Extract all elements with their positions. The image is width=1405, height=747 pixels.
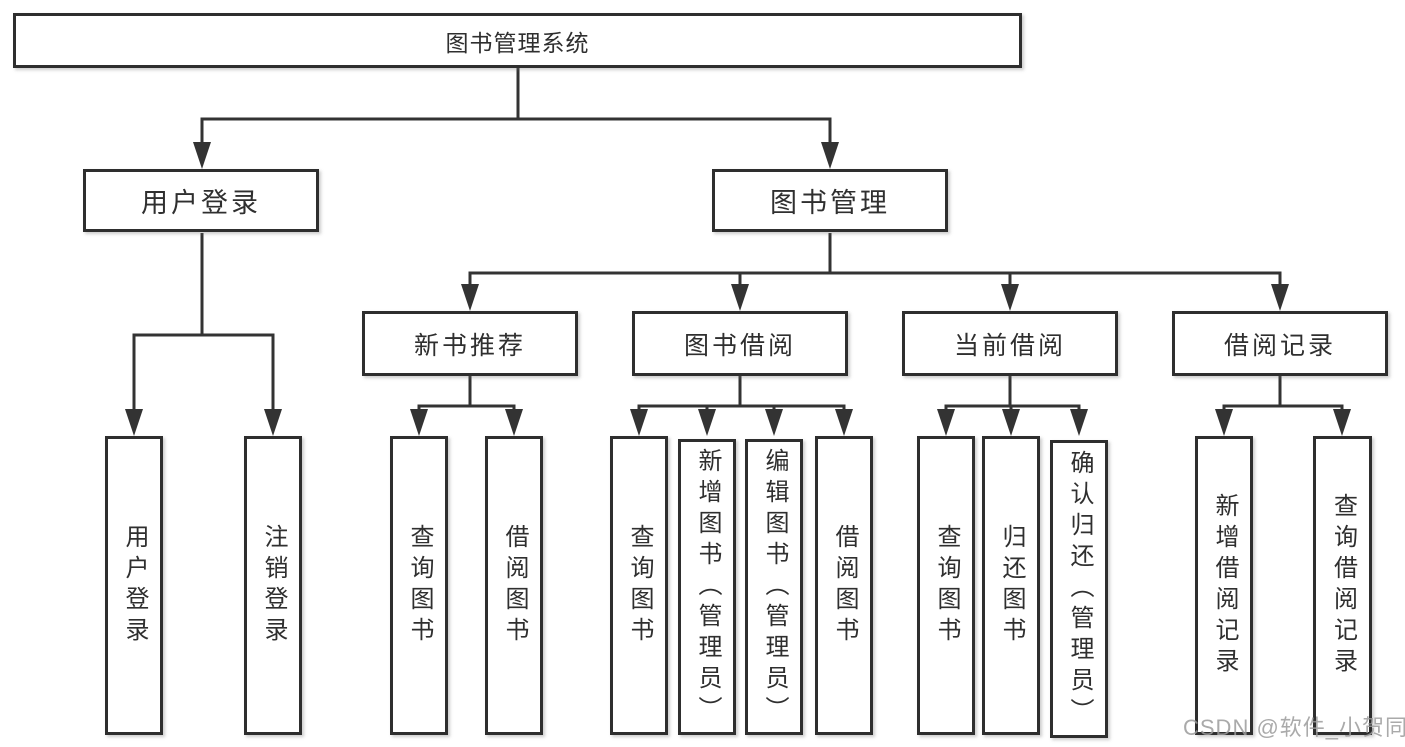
arrow-current-borrow-leaf-2 bbox=[1002, 409, 1020, 436]
node-user-login: 用户登录 bbox=[83, 169, 319, 232]
leaf-borrow-books-2-label: 借阅图书 bbox=[831, 523, 858, 648]
leaf-logout-label: 注销登录 bbox=[260, 523, 287, 648]
leaf-user-login: 用户登录 bbox=[105, 436, 163, 735]
leaf-add-borrow-record: 新增借阅记录 bbox=[1195, 436, 1253, 735]
arrow-book-borrow-leaf-3 bbox=[765, 409, 783, 436]
leaf-confirm-return-admin: 确认归还（管理员） bbox=[1050, 440, 1108, 738]
leaf-query-books-2: 查询图书 bbox=[610, 436, 668, 735]
arrow-to-borrow-records bbox=[1271, 284, 1289, 311]
leaf-logout: 注销登录 bbox=[244, 436, 302, 735]
leaf-edit-book-admin: 编辑图书（管理员） bbox=[745, 439, 803, 735]
arrow-to-current-borrow bbox=[1001, 284, 1019, 311]
watermark: CSDN @软件_小贺同学 bbox=[1183, 715, 1405, 740]
node-borrow-records-label: 借阅记录 bbox=[1223, 331, 1336, 360]
leaf-query-borrow-record-label: 查询借阅记录 bbox=[1329, 492, 1357, 679]
arrow-borrow-records-leaf-2 bbox=[1333, 409, 1351, 436]
leaf-return-book-label: 归还图书 bbox=[998, 523, 1025, 648]
leaf-add-book-admin: 新增图书（管理员） bbox=[678, 439, 736, 735]
node-book-management: 图书管理 bbox=[712, 169, 948, 232]
connector-borrow-records-branch bbox=[1222, 376, 1344, 412]
leaf-borrow-books-2: 借阅图书 bbox=[815, 436, 873, 735]
leaf-confirm-return-admin-label: 确认归还（管理员） bbox=[1066, 449, 1093, 729]
leaf-add-borrow-record-label: 新增借阅记录 bbox=[1211, 492, 1238, 679]
leaf-query-borrow-record: 查询借阅记录 bbox=[1313, 436, 1372, 735]
connector-root bbox=[200, 68, 832, 144]
connector-book-management-branch bbox=[468, 233, 1282, 287]
connector-current-borrow-branch bbox=[944, 376, 1081, 412]
node-book-borrow: 图书借阅 bbox=[632, 311, 848, 376]
arrow-to-book-management bbox=[821, 142, 839, 169]
connector-user-login-branch bbox=[132, 233, 275, 411]
connector-book-borrow-branch bbox=[637, 376, 846, 412]
leaf-add-book-admin-label: 新增图书（管理员） bbox=[694, 447, 721, 727]
node-user-login-label: 用户登录 bbox=[141, 188, 261, 218]
leaf-query-books-2-label: 查询图书 bbox=[626, 523, 653, 648]
node-new-book-recommend: 新书推荐 bbox=[362, 311, 578, 376]
arrow-borrow-records-leaf-1 bbox=[1215, 409, 1233, 436]
connector-new-book-branch bbox=[417, 376, 516, 412]
leaf-borrow-books-1: 借阅图书 bbox=[485, 436, 543, 735]
node-root-label: 图书管理系统 bbox=[445, 29, 590, 56]
node-root: 图书管理系统 bbox=[13, 13, 1022, 68]
arrow-new-book-leaf-1 bbox=[410, 409, 428, 436]
node-current-borrow-label: 当前借阅 bbox=[953, 331, 1066, 360]
leaf-query-books-1-label: 查询图书 bbox=[406, 523, 433, 648]
arrow-new-book-leaf-2 bbox=[505, 409, 523, 436]
arrow-to-book-borrow bbox=[731, 284, 749, 311]
node-borrow-records: 借阅记录 bbox=[1172, 311, 1388, 376]
leaf-borrow-books-1-label: 借阅图书 bbox=[501, 523, 528, 648]
leaf-query-books-3: 查询图书 bbox=[917, 436, 975, 735]
arrow-to-user-login bbox=[193, 142, 211, 169]
node-current-borrow: 当前借阅 bbox=[902, 311, 1118, 376]
leaf-query-books-3-label: 查询图书 bbox=[933, 523, 960, 648]
arrow-book-borrow-leaf-1 bbox=[630, 409, 648, 436]
arrow-to-leaf-user-login bbox=[125, 409, 143, 436]
leaf-query-books-1: 查询图书 bbox=[390, 436, 448, 735]
arrow-to-leaf-logout bbox=[264, 409, 282, 436]
leaf-return-book: 归还图书 bbox=[982, 436, 1040, 735]
arrow-book-borrow-leaf-4 bbox=[835, 409, 853, 436]
node-new-book-recommend-label: 新书推荐 bbox=[413, 331, 526, 360]
node-book-management-label: 图书管理 bbox=[770, 188, 890, 218]
arrow-to-new-book bbox=[461, 284, 479, 311]
node-book-borrow-label: 图书借阅 bbox=[683, 331, 796, 360]
arrow-current-borrow-leaf-1 bbox=[937, 409, 955, 436]
leaf-edit-book-admin-label: 编辑图书（管理员） bbox=[761, 447, 788, 727]
leaf-user-login-label: 用户登录 bbox=[121, 523, 148, 648]
arrow-current-borrow-leaf-3 bbox=[1070, 409, 1088, 436]
arrow-book-borrow-leaf-2 bbox=[698, 409, 716, 436]
